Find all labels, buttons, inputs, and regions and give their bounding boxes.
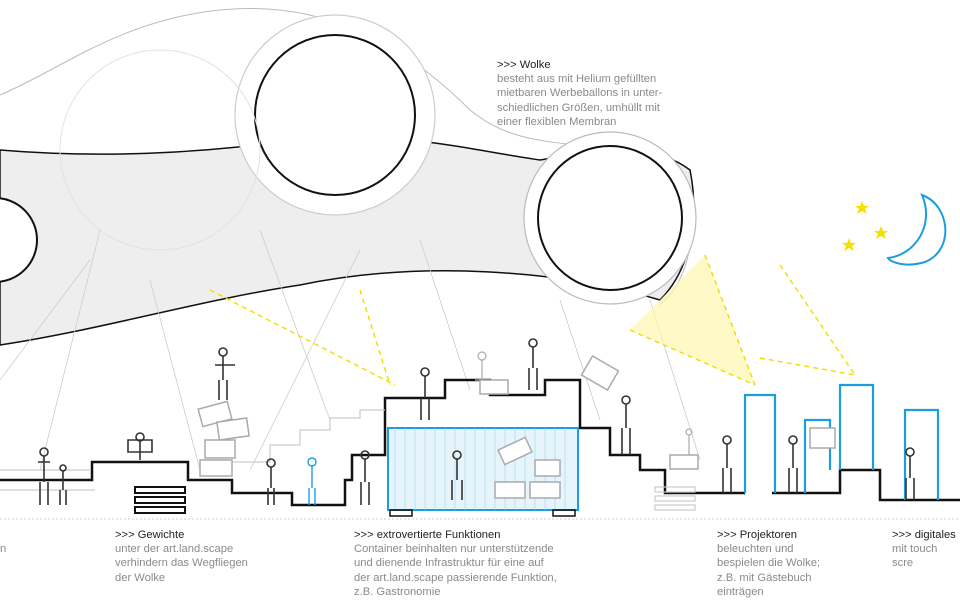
star-icon <box>842 238 856 251</box>
person <box>420 367 430 420</box>
balloon-left <box>0 197 38 283</box>
label-title: >>> extrovertierte Funktionen <box>354 529 501 541</box>
label-projektoren: >>> Projektoren beleuchten und bespielen… <box>717 528 820 599</box>
ground-profile <box>0 378 960 507</box>
balloon-ghost <box>59 49 261 251</box>
star-icon <box>874 226 888 239</box>
label-body: unter der art.land.scape verhindern das … <box>115 543 248 584</box>
balloon-medium <box>537 145 683 291</box>
weights <box>134 486 186 514</box>
person <box>621 395 631 455</box>
label-funktionen: >>> extrovertierte Funktionen Container … <box>354 528 557 599</box>
ground-profile-light <box>0 409 385 491</box>
person <box>528 338 538 390</box>
label-wolke: >>> Wolke besteht aus mit Helium gefüllt… <box>497 58 662 129</box>
container-foot <box>552 509 576 517</box>
projector-beams <box>209 254 856 386</box>
person <box>685 428 693 455</box>
label-body: mit touch scre <box>892 543 938 570</box>
person <box>266 458 276 505</box>
container-foot <box>389 509 413 517</box>
person <box>788 435 798 493</box>
label-title: >>> Projektoren <box>717 529 797 541</box>
star-icons <box>842 201 888 251</box>
person <box>215 347 235 400</box>
label-title: >>> Gewichte <box>115 529 185 541</box>
people <box>38 338 915 505</box>
label-left-cut: n <box>0 542 6 556</box>
person <box>360 450 370 505</box>
label-title: >>> digitales <box>892 529 956 541</box>
tethers <box>0 229 701 471</box>
projector-light-cone <box>630 255 755 385</box>
person <box>38 447 50 505</box>
star-icon <box>855 201 869 214</box>
label-body: Container beinhalten nur unterstützende … <box>354 543 557 598</box>
label-body: beleuchten und bespielen die Wolke; z.B.… <box>717 543 821 598</box>
label-digitales: >>> digitales mit touch scre <box>892 528 960 571</box>
weights-light <box>654 486 696 511</box>
person <box>451 450 463 500</box>
person <box>127 432 153 460</box>
people-light <box>475 351 693 455</box>
digital-displays <box>743 383 940 500</box>
label-title: >>> Wolke <box>497 59 551 71</box>
label-body: n <box>0 543 7 555</box>
person <box>905 447 915 500</box>
label-gewichte: >>> Gewichte unter der art.land.scape ve… <box>115 528 248 585</box>
moon-icon <box>886 193 947 266</box>
label-body: besteht aus mit Helium gefüllten mietbar… <box>497 73 663 128</box>
person <box>722 435 732 493</box>
person <box>59 464 67 505</box>
balloon-large <box>254 34 416 196</box>
seating-cubes <box>197 354 836 499</box>
person-blue <box>307 457 317 505</box>
person <box>475 351 490 381</box>
